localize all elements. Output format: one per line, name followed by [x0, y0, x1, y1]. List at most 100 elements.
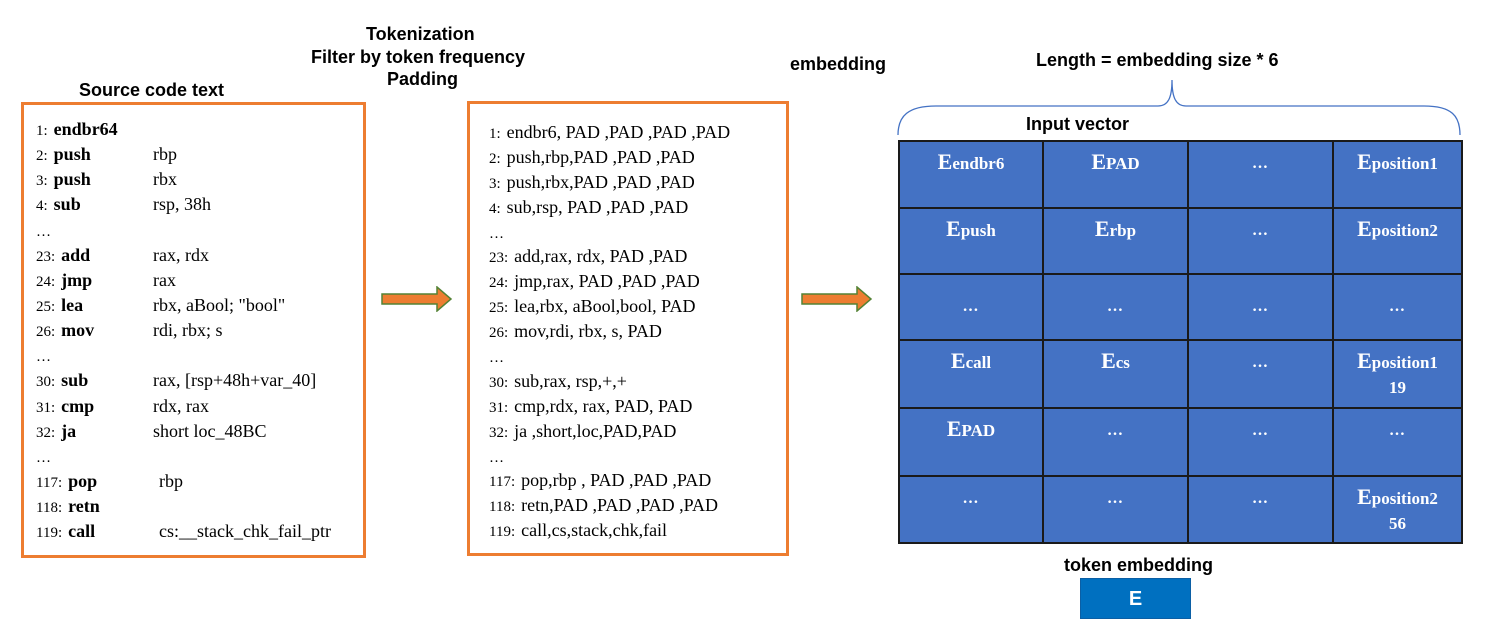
- source-operands: short loc_48BC: [153, 420, 267, 441]
- source-line-number: 117:: [36, 474, 63, 491]
- source-line-number: …: [36, 223, 51, 240]
- token-line-text: endbr6, PAD ,PAD ,PAD ,PAD: [506, 122, 731, 142]
- ellipsis-text: …: [1252, 155, 1269, 172]
- matrix-cell: …: [898, 273, 1044, 341]
- tokenization-heading: Tokenization: [366, 24, 475, 44]
- token-line-text: add,rax, rdx, PAD ,PAD: [514, 246, 688, 267]
- source-opcode: sub: [61, 370, 89, 391]
- source-opcode: push: [53, 169, 91, 190]
- embedding-token-label: position2: [1371, 489, 1438, 508]
- matrix-cell: Ecall: [898, 339, 1044, 409]
- token-line: 26:mov,rdi, rbx, s, PAD: [489, 319, 784, 344]
- source-line-number: 3:: [36, 173, 48, 190]
- right-arrow-icon: [801, 286, 873, 312]
- matrix-cell: Eposition2: [1332, 207, 1463, 275]
- matrix-cell: …: [1332, 407, 1463, 477]
- token-line-number: 32:: [489, 424, 509, 441]
- source-opcode: lea: [61, 294, 84, 315]
- token-line-number: 25:: [489, 300, 509, 317]
- source-operands: rax, [rsp+48h+var_40]: [153, 370, 317, 391]
- source-line-number: 4:: [36, 198, 48, 215]
- source-line-number: 2:: [36, 148, 48, 165]
- token-line-number: 117:: [489, 474, 516, 491]
- embedding-token-label: PAD: [961, 421, 996, 440]
- source-line: 1:endbr64: [36, 117, 359, 142]
- matrix-cell: …: [1042, 475, 1189, 544]
- token-line-text: cmp,rdx, rax, PAD, PAD: [514, 395, 693, 416]
- matrix-cell: …: [1187, 339, 1334, 409]
- embedding-symbol: E: [950, 348, 966, 373]
- source-line-number: 23:: [36, 248, 56, 265]
- ellipsis-text: …: [1107, 422, 1124, 439]
- token-line: 31:cmp,rdx, rax, PAD, PAD: [489, 394, 784, 419]
- ellipsis-text: …: [1252, 490, 1269, 507]
- token-embedding-box: E: [1080, 578, 1191, 619]
- token-line: …: [489, 444, 784, 469]
- token-line-number: 30:: [489, 374, 509, 391]
- source-opcode: mov: [61, 320, 95, 341]
- length-heading: Length = embedding size * 6: [1036, 50, 1279, 70]
- ellipsis-text: …: [1107, 298, 1124, 315]
- ellipsis-text: …: [962, 490, 980, 507]
- token-line-text: call,cs,stack,chk,fail: [521, 520, 668, 541]
- token-line: …: [489, 344, 784, 369]
- token-line-text: jmp,rax, PAD ,PAD ,PAD: [514, 271, 700, 292]
- source-code-heading: Source code text: [79, 80, 225, 100]
- matrix-cell: Epush: [898, 207, 1044, 275]
- embedding-token-label: call: [965, 353, 992, 372]
- token-line-text: ja ,short,loc,PAD,PAD: [514, 420, 677, 441]
- token-line: 118:retn,PAD ,PAD ,PAD ,PAD: [489, 493, 784, 518]
- curly-brace-icon: [897, 79, 1461, 136]
- matrix-cell: …: [898, 475, 1044, 544]
- source-opcode: pop: [68, 470, 98, 491]
- embedding-symbol: E: [1091, 149, 1106, 174]
- matrix-cell: EPAD: [898, 407, 1044, 477]
- source-operands: rbx: [153, 169, 177, 190]
- matrix-cell: …: [1187, 273, 1334, 341]
- source-line-number: 32:: [36, 424, 56, 441]
- source-opcode: retn: [68, 496, 100, 517]
- matrix-row: EPAD………: [898, 407, 1463, 477]
- source-operands: rbp: [159, 470, 183, 491]
- token-line-number: 4:: [489, 200, 501, 217]
- source-operands: rdx, rax: [153, 395, 209, 416]
- source-opcode: add: [61, 244, 91, 265]
- token-line-text: mov,rdi, rbx, s, PAD: [514, 321, 662, 342]
- token-line-text: pop,rbp , PAD ,PAD ,PAD: [521, 470, 712, 491]
- token-line-number: 23:: [489, 250, 509, 267]
- token-line: 30:sub,rax, rsp,+,+: [489, 369, 784, 394]
- matrix-cell: …: [1187, 140, 1334, 209]
- ellipsis-text: …: [1252, 298, 1269, 315]
- embedding-token-label: position1: [1371, 353, 1438, 372]
- embedding-token-label: cs: [1115, 353, 1130, 372]
- source-line: …: [36, 218, 359, 243]
- matrix-cell: Eposition1: [1332, 140, 1463, 209]
- token-line: 25: lea,rbx, aBool,bool, PAD: [489, 294, 784, 319]
- source-line-number: …: [36, 449, 51, 466]
- token-line-number: 118:: [489, 499, 516, 516]
- embedding-token-label-cont: 19: [1388, 378, 1406, 397]
- token-line-text: sub,rsp, PAD ,PAD ,PAD: [506, 196, 689, 217]
- embedding-token-label-cont: 56: [1388, 514, 1406, 533]
- ellipsis-text: …: [962, 298, 980, 315]
- source-line-number: 26:: [36, 324, 56, 341]
- token-line-text: lea,rbx, aBool,bool, PAD: [514, 296, 696, 317]
- source-line: 118:retn: [36, 494, 359, 519]
- embedding-token-label: rbp: [1109, 221, 1137, 240]
- matrix-cell: Eendbr6: [898, 140, 1044, 209]
- source-operands: rbp: [153, 144, 177, 165]
- right-arrow-icon: [381, 286, 453, 312]
- token-line: 3:push,rbx,PAD ,PAD ,PAD: [489, 170, 784, 195]
- token-line: 119:call,cs,stack,chk,fail: [489, 518, 784, 543]
